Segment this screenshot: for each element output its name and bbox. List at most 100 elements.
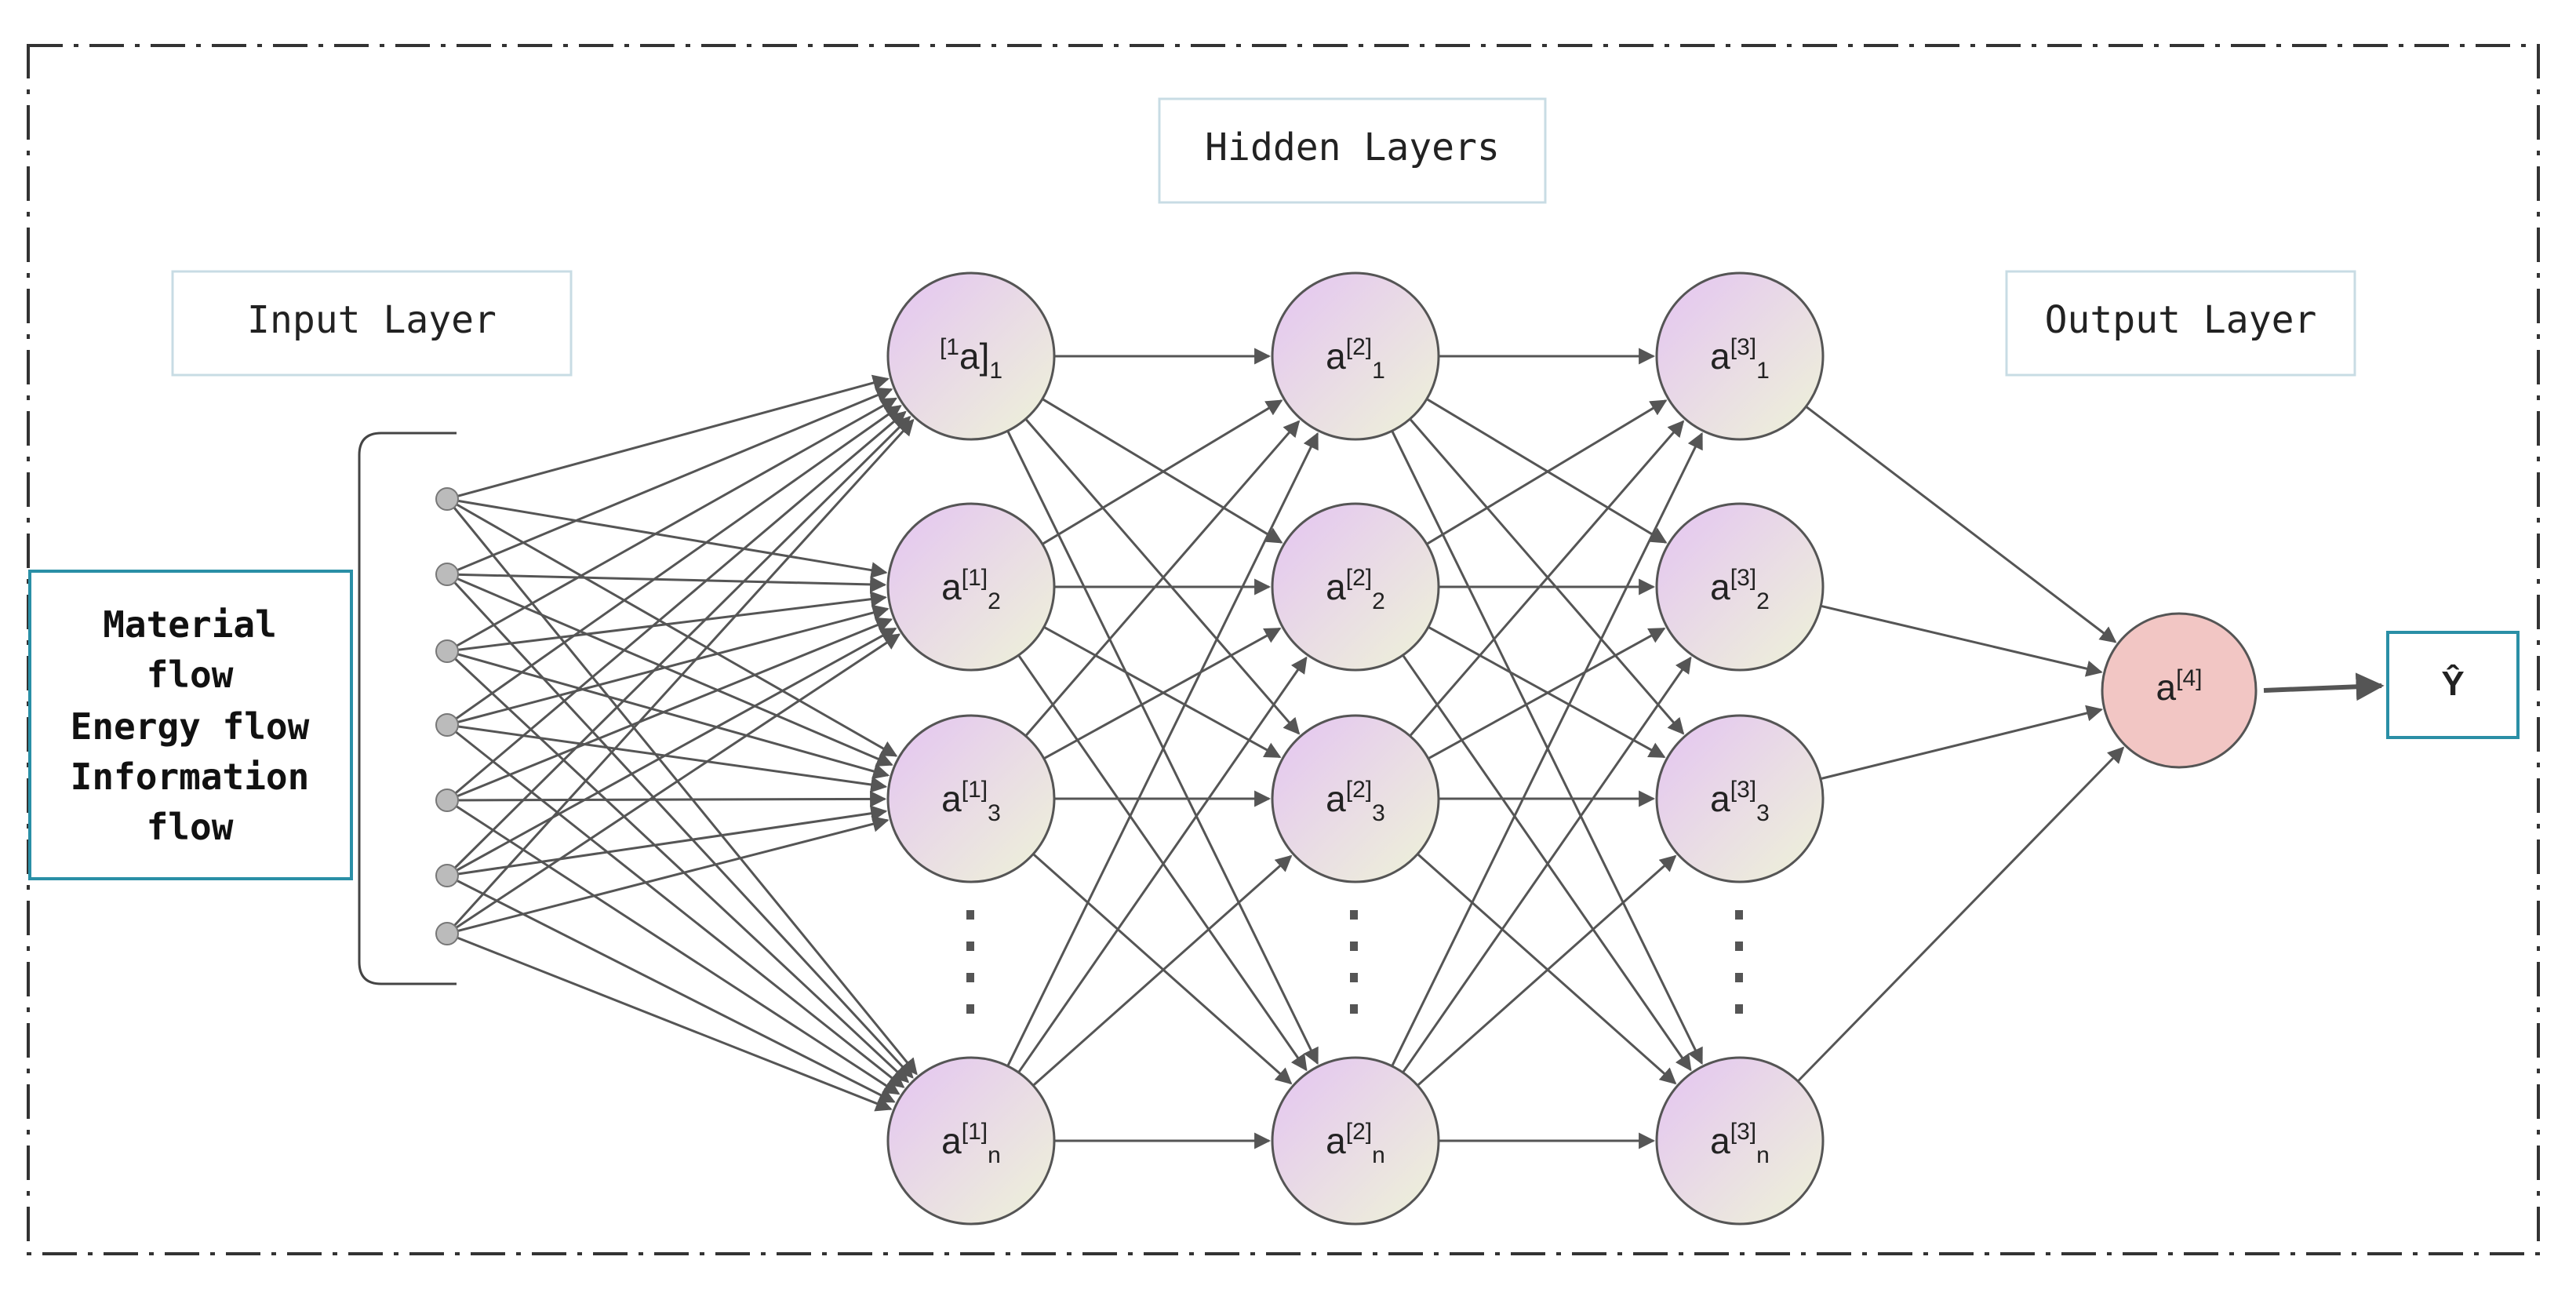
edge: [446, 573, 893, 767]
input-dot: [435, 639, 459, 663]
input-dot: [435, 713, 459, 737]
edge: [446, 805, 888, 877]
input-dots: [435, 487, 459, 945]
edge: [446, 418, 915, 935]
node-circle: [886, 271, 1056, 441]
input-line-5: flow: [147, 806, 234, 848]
input-layer-label: Input Layer: [171, 270, 573, 377]
hidden2-node-1: a[2]1: [1271, 271, 1440, 441]
edge: [446, 627, 897, 877]
node-label: a[3]3: [1710, 777, 1770, 826]
node-label: a[2]3: [1326, 777, 1385, 826]
hidden1-node-3: a[1]3: [886, 714, 1056, 883]
node-label: a[3]n: [1710, 1119, 1770, 1168]
edge: [446, 387, 893, 576]
edge: [446, 497, 888, 579]
node-circle: [1655, 502, 1825, 672]
input-dot: [435, 789, 459, 812]
node-label: a[2]1: [1326, 334, 1385, 384]
edge: [1043, 627, 1282, 760]
hidden-layers-label: Hidden Layers: [1158, 97, 1547, 204]
output-node: a[4]: [2101, 612, 2258, 769]
edge: [446, 410, 907, 802]
edge: [446, 723, 905, 1088]
edge: [446, 498, 918, 1076]
node-circle: [886, 502, 1056, 672]
edge: [1017, 654, 1308, 1072]
svg-text:Hidden Layers: Hidden Layers: [1205, 126, 1500, 169]
edge: [1043, 625, 1282, 759]
edge: [446, 573, 914, 1079]
input-dot: [435, 563, 459, 586]
edge: [446, 815, 890, 935]
edge: [446, 397, 897, 653]
hidden3-node-2: a[3]2: [1655, 502, 1825, 672]
node-label: a[3]2: [1710, 565, 1770, 614]
edge: [1426, 399, 1668, 545]
edge: [1402, 654, 1692, 1072]
node-label: a[3]1: [1710, 334, 1770, 384]
edge: [1428, 625, 1666, 759]
edge: [446, 650, 910, 1084]
edge: [1024, 420, 1301, 737]
hidden1-node-1: [1a]1: [886, 271, 1056, 441]
input-dot: [435, 864, 459, 887]
output-box: Ŷ: [2386, 631, 2520, 739]
edge: [446, 591, 887, 653]
node-circle: [886, 714, 1056, 883]
hidden2-node-4: a[2]n: [1271, 1056, 1440, 1226]
node-label: a[1]n: [941, 1119, 1001, 1168]
ellipsis-hidden1: [966, 910, 974, 1014]
hidden1-node-4: a[1]n: [886, 1056, 1056, 1226]
hidden2-node-2: a[2]2: [1271, 502, 1440, 672]
input-bracket: [358, 432, 457, 985]
node-circle: [2101, 612, 2258, 769]
edge: [446, 374, 890, 501]
node-label: a[1]3: [941, 777, 1001, 826]
edge: [446, 790, 887, 807]
input-dot: [435, 487, 459, 511]
edge: [1820, 604, 2103, 677]
edge: [446, 604, 890, 727]
connection-edges: [446, 348, 2125, 1149]
edge: [1796, 746, 2125, 1083]
edge: [1017, 656, 1308, 1073]
edge: [1042, 398, 1283, 544]
hidden3-node-3: a[3]3: [1655, 714, 1825, 883]
input-line-4: Information: [71, 756, 310, 798]
outer-frame: [27, 44, 2540, 1255]
edge: [1820, 705, 2104, 781]
node-circle: [886, 1056, 1056, 1226]
output-symbol: Ŷ: [2441, 664, 2464, 703]
svg-text:Output Layer: Output Layer: [2045, 298, 2317, 342]
edge: [446, 573, 887, 593]
input-line-3: Energy flow: [71, 705, 310, 748]
output-arrow: [2263, 672, 2385, 701]
node-circle: [1271, 502, 1440, 672]
node-label: a[2]n: [1326, 1119, 1385, 1168]
edge: [446, 932, 893, 1112]
input-line-1: Material: [103, 603, 277, 646]
svg-text:Input Layer: Input Layer: [247, 298, 497, 342]
edge: [446, 874, 896, 1103]
hidden1-node-2: a[1]2: [886, 502, 1056, 672]
input-line-2: flow: [147, 654, 234, 696]
edge: [1391, 430, 1703, 1065]
edge: [1391, 432, 1703, 1067]
edge: [1805, 405, 2117, 643]
edge: [446, 405, 902, 727]
hidden3-node-1: a[3]1: [1655, 271, 1825, 441]
hidden2-node-3: a[2]3: [1271, 714, 1440, 883]
edge: [1426, 398, 1668, 544]
edge: [1042, 399, 1283, 545]
edge: [446, 633, 901, 935]
node-circle: [1655, 271, 1825, 441]
nodes: [1a]1 a[1]2 a[1]3 a[1]n a[2]1 a[2]2 a[2]3 a[2]n…: [886, 271, 2258, 1226]
node-label: a[4]: [2156, 665, 2203, 708]
edge: [1409, 420, 1685, 737]
edge: [1417, 853, 1677, 1085]
input-box: Material flow Energy flow Information fl…: [28, 570, 353, 880]
edge: [1417, 854, 1677, 1087]
ellipsis-hidden2: [1350, 910, 1358, 1014]
input-dot: [435, 922, 459, 945]
